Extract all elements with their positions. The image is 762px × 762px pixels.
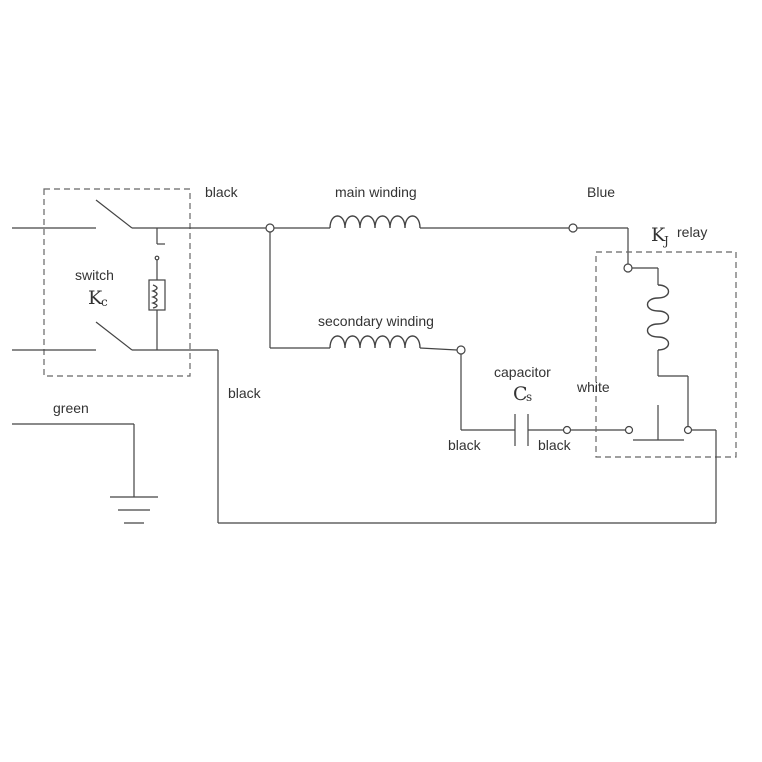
label-black-cap-left: black <box>448 437 482 453</box>
label-switch-sub: c <box>101 295 108 309</box>
switch-enclosure <box>43 188 191 377</box>
relay-contact-right-node <box>683 425 693 435</box>
secondary-terminal-node <box>456 345 466 355</box>
switch-blade-bottom <box>95 321 133 351</box>
capacitor-terminal-node <box>562 425 572 435</box>
label-capacitor-sub: s <box>526 390 532 404</box>
relay-enclosure <box>595 251 737 458</box>
thermal-contact-dot <box>154 255 160 261</box>
label-relay-word: relay <box>677 224 707 240</box>
label-relay-letter: K <box>651 224 666 246</box>
relay-contact-left-node <box>624 425 634 435</box>
switch-blade-top <box>95 199 133 229</box>
label-green: green <box>53 400 89 416</box>
main-winding-coil <box>329 215 421 229</box>
secondary-winding-coil <box>329 335 421 349</box>
label-relay-sub: J <box>662 234 669 248</box>
relay-coil <box>646 284 670 351</box>
label-capacitor-word: capacitor <box>494 364 551 380</box>
label-secondary-winding: secondary winding <box>318 313 434 329</box>
relay-coil-node <box>623 263 633 273</box>
junction-node <box>265 223 275 233</box>
label-blue: Blue <box>587 184 615 200</box>
label-black-top: black <box>205 184 239 200</box>
label-main-winding: main winding <box>335 184 417 200</box>
thermal-resistor-zigzag <box>151 284 158 309</box>
label-black-cap-right: black <box>538 437 572 453</box>
wire-secondary-out <box>419 347 458 351</box>
label-switch-word: switch <box>75 267 114 283</box>
label-capacitor-letter: C <box>513 383 528 405</box>
blue-terminal-node <box>568 223 578 233</box>
label-switch-letter: K <box>88 287 103 309</box>
label-white: white <box>576 379 610 395</box>
label-black-left: black <box>228 385 262 401</box>
